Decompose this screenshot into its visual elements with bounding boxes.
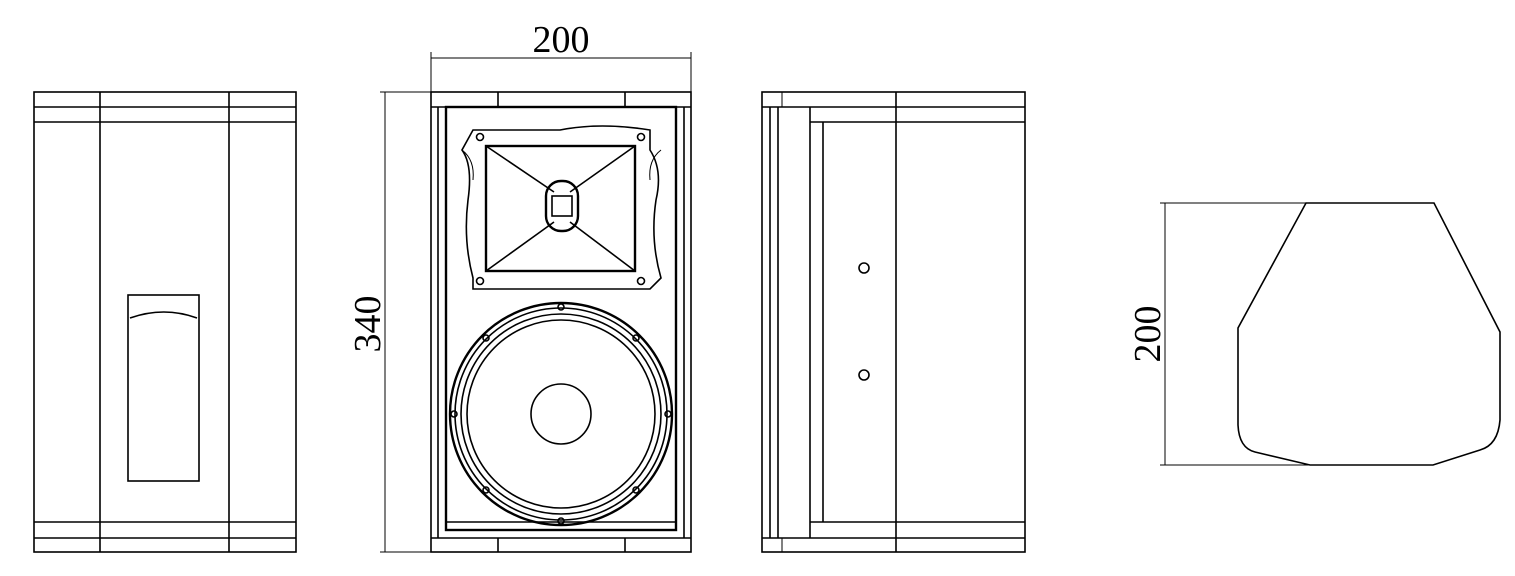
side-mount-hole [858,369,870,381]
woofer-screw [450,410,458,418]
woofer [448,301,674,527]
woofer-screw [482,486,490,494]
front-view: 200 340 [347,19,692,553]
handle-recess [127,294,200,482]
horn-screw [475,132,485,142]
side-mount-hole [858,262,870,274]
horn-throat-inner [551,195,573,217]
front-height-dimension: 340 [347,91,431,553]
front-baffle [444,105,678,532]
woofer-outer-ring [448,301,674,527]
horn-mouth [484,144,637,273]
rear-view [33,91,297,553]
woofer-screw [482,334,490,342]
rear-outline [33,91,297,553]
top-depth-label: 200 [1127,306,1169,363]
woofer-screw [664,410,672,418]
front-width-dimension: 200 [430,19,692,92]
woofer-dust-cap [530,383,592,445]
woofer-screw [632,486,640,494]
front-cabinet-outline [430,91,692,553]
top-depth-dimension: 200 [1127,202,1310,466]
horn-plate [461,125,662,290]
horn-throat [544,179,580,233]
front-width-label: 200 [533,19,590,61]
woofer-screw [557,303,565,311]
top-outline [1237,202,1501,466]
horn-screw [636,132,646,142]
woofer-screw [557,517,565,525]
front-height-label: 340 [347,296,389,353]
woofer-cone [466,319,656,509]
handle-grip-curve [129,311,198,319]
horn-screw [636,276,646,286]
top-view: 200 [1127,202,1501,466]
side-view [761,91,1026,553]
woofer-screw [632,334,640,342]
horn-screw [475,276,485,286]
side-outline [761,91,1026,553]
